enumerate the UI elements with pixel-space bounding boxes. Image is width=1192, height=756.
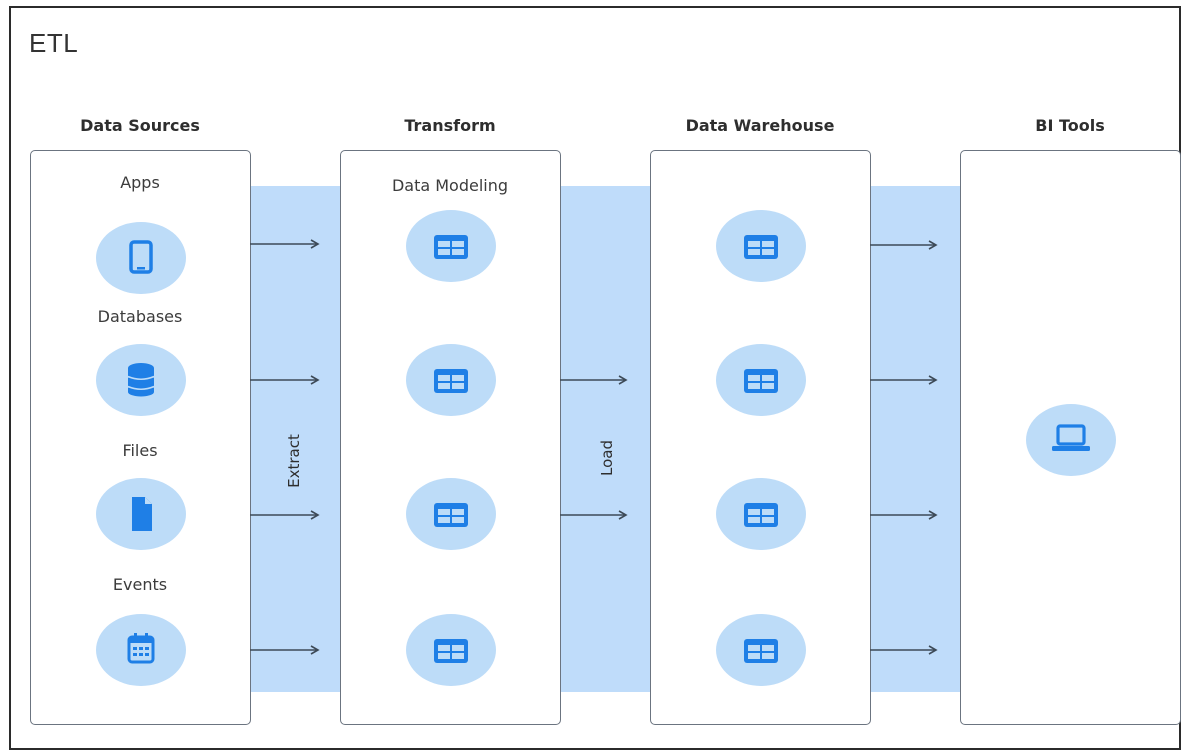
warehouse-table-circle-4 xyxy=(716,614,806,686)
table-icon xyxy=(434,503,468,527)
extract-label: Extract xyxy=(285,434,303,488)
load-band xyxy=(560,186,650,692)
load-label: Load xyxy=(598,440,616,476)
table-icon xyxy=(434,639,468,663)
warehouse-table-circle-3 xyxy=(716,478,806,550)
transform-table-circle-4 xyxy=(406,614,496,686)
warehouse-table-circle-2 xyxy=(716,344,806,416)
mobile-phone-icon xyxy=(129,240,153,274)
bi-arrows xyxy=(870,240,938,655)
bi-band xyxy=(870,186,960,692)
extract-arrows xyxy=(250,239,320,655)
files-circle xyxy=(96,478,186,550)
databases-circle xyxy=(96,344,186,416)
load-arrows xyxy=(560,375,628,520)
column-heading-bi-tools: BI Tools xyxy=(1035,116,1105,135)
database-icon xyxy=(127,363,155,397)
source-label-events: Events xyxy=(112,575,168,594)
column-heading-data-warehouse: Data Warehouse xyxy=(685,116,835,135)
laptop-icon xyxy=(1052,424,1090,451)
column-heading-transform: Transform xyxy=(404,116,496,135)
table-icon xyxy=(744,639,778,663)
bi-tools-circle xyxy=(1026,404,1116,476)
transform-table-circle-1 xyxy=(406,210,496,282)
table-icon xyxy=(434,235,468,259)
source-label-apps: Apps xyxy=(120,173,160,192)
source-label-databases: Databases xyxy=(97,307,183,326)
file-icon xyxy=(132,497,152,531)
diagram-title: ETL xyxy=(29,28,79,58)
column-heading-data-sources: Data Sources xyxy=(80,116,200,135)
warehouse-table-circle-1 xyxy=(716,210,806,282)
table-icon xyxy=(744,235,778,259)
transform-table-circle-2 xyxy=(406,344,496,416)
table-icon xyxy=(434,369,468,393)
source-label-files: Files xyxy=(122,441,158,460)
apps-circle xyxy=(96,222,186,294)
table-icon xyxy=(744,369,778,393)
transform-label-data-modeling: Data Modeling xyxy=(391,176,509,195)
table-icon xyxy=(744,503,778,527)
calendar-icon xyxy=(127,633,155,664)
events-circle xyxy=(96,614,186,686)
transform-table-circle-3 xyxy=(406,478,496,550)
extract-band xyxy=(250,186,340,692)
